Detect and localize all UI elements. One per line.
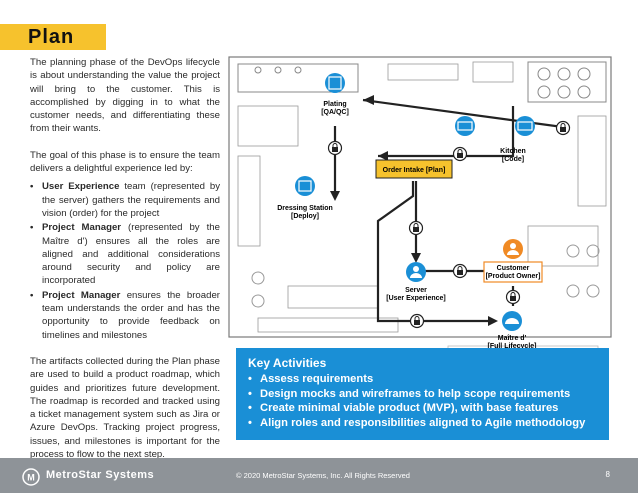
customer-icon [503,239,523,259]
customer-label: Customer [497,265,530,272]
lock-icon [555,120,571,136]
intro-paragraph: The planning phase of the DevOps lifecyc… [30,57,220,135]
maitre-icon [502,311,522,331]
key-activities-panel: Key Activities Assess requirements Desig… [236,348,609,440]
artifacts-paragraph: The artifacts collected during the Plan … [30,355,220,461]
dressing-station-icon [295,176,315,196]
list-item: Project Manager (represented by the Maît… [30,221,220,287]
order-intake-box [375,159,453,179]
list-item: Assess requirements [248,372,597,387]
arrowhead-icon [378,151,388,161]
server-sublabel: [User Experience] [386,295,446,302]
dressing-label: Dressing Station [277,205,333,212]
key-activities-heading: Key Activities [248,356,327,370]
kitchen-label: Kitchen [500,148,526,155]
maitre-label: Maître d' [498,335,527,342]
dressing-sublabel: [Deploy] [291,213,319,220]
customer-box [483,261,543,283]
arrowhead-icon [330,191,340,201]
maitre-sublabel: [Full Lifecycle] [487,343,536,350]
arrowhead-icon [411,253,421,263]
page-title: Plan [28,26,75,48]
kitchen-sublabel: [Code] [502,156,524,163]
goal-paragraph: The goal of this phase is to ensure the … [30,149,220,175]
lock-icon [327,140,343,156]
lock-icon [452,146,468,162]
server-label: Server [405,287,427,294]
title-accent-bar [0,24,106,50]
list-item: Design mocks and wireframes to help scop… [248,387,597,402]
plating-sublabel: [QA/QC] [321,109,349,116]
lock-icon [409,313,425,329]
body-text: The planning phase of the DevOps lifecyc… [30,56,220,474]
brand-name: MetroStar Systems [46,469,155,481]
copyright-text: © 2020 MetroStar Systems, Inc. All Right… [236,471,410,480]
restaurant-floor-diagram: Plating [QA/QC] Kitchen [Code] Order Int… [228,56,612,359]
svg-text:M: M [27,473,35,483]
server-icon [406,262,426,282]
plating-label: Plating [323,101,346,108]
page-footer: M MetroStar Systems © 2020 MetroStar Sys… [0,458,638,493]
kitchen-icon [455,116,535,136]
list-item: Align roles and responsibilities aligned… [248,416,597,431]
lock-icon [452,263,468,279]
list-item: User Experience team (represented by the… [30,180,220,220]
role-list: User Experience team (represented by the… [30,180,220,342]
metrostar-logo-icon: M [22,468,40,486]
list-item: Project Manager ensures the broader team… [30,289,220,342]
arrowhead-icon [363,95,374,105]
plating-icon [325,73,345,93]
list-item: Create minimal viable product (MVP), wit… [248,401,597,416]
key-activities-list: Assess requirements Design mocks and wir… [248,372,597,430]
lock-icon [505,289,521,305]
lock-icon [408,220,424,236]
customer-sublabel: [Product Owner] [486,273,541,280]
page-number: 8 [605,470,610,479]
order-intake-label: Order Intake [Plan] [383,167,446,174]
arrowhead-icon [488,316,498,326]
